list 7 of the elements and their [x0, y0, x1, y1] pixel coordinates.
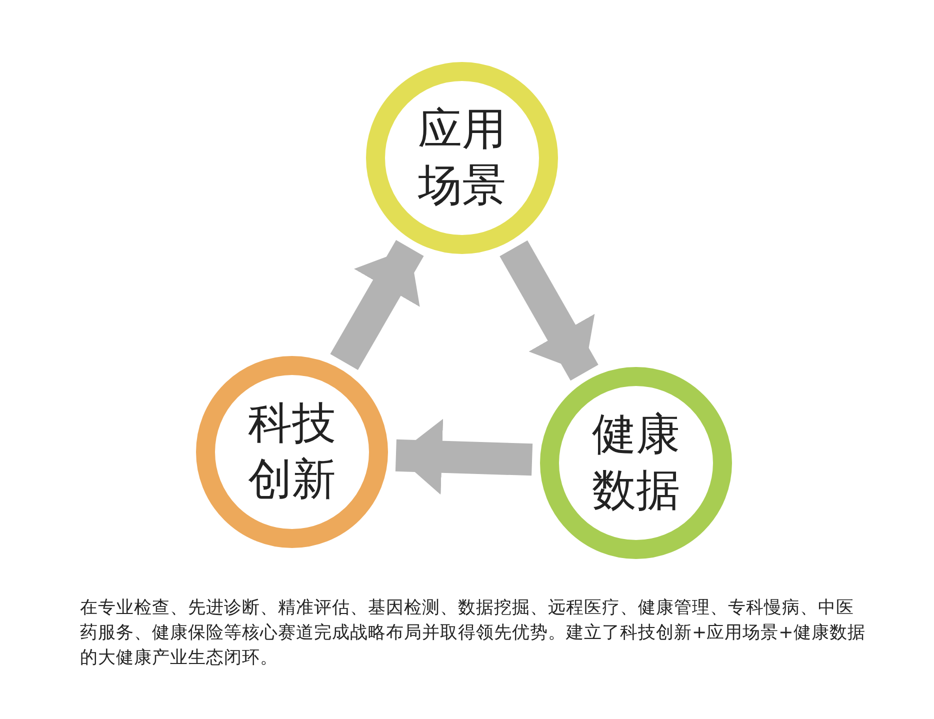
- block-arrow: [330, 240, 424, 370]
- block-arrow: [395, 418, 533, 495]
- circle-label: 应用场景: [416, 103, 507, 213]
- circle-label: 健康数据: [591, 408, 681, 518]
- circle-label: 科技创新: [247, 397, 337, 507]
- caption: 在专业检查、先进诊断、精准评估、基因检测、数据挖掘、远程医疗、健康管理、专科慢病、中医药服务、健康保险等核心赛道完成战略布局并取得领先优势。建立了科技创新+应用场景+健康数据的大健康产业生态闭环。: [80, 597, 866, 670]
- block-arrow: [500, 240, 598, 381]
